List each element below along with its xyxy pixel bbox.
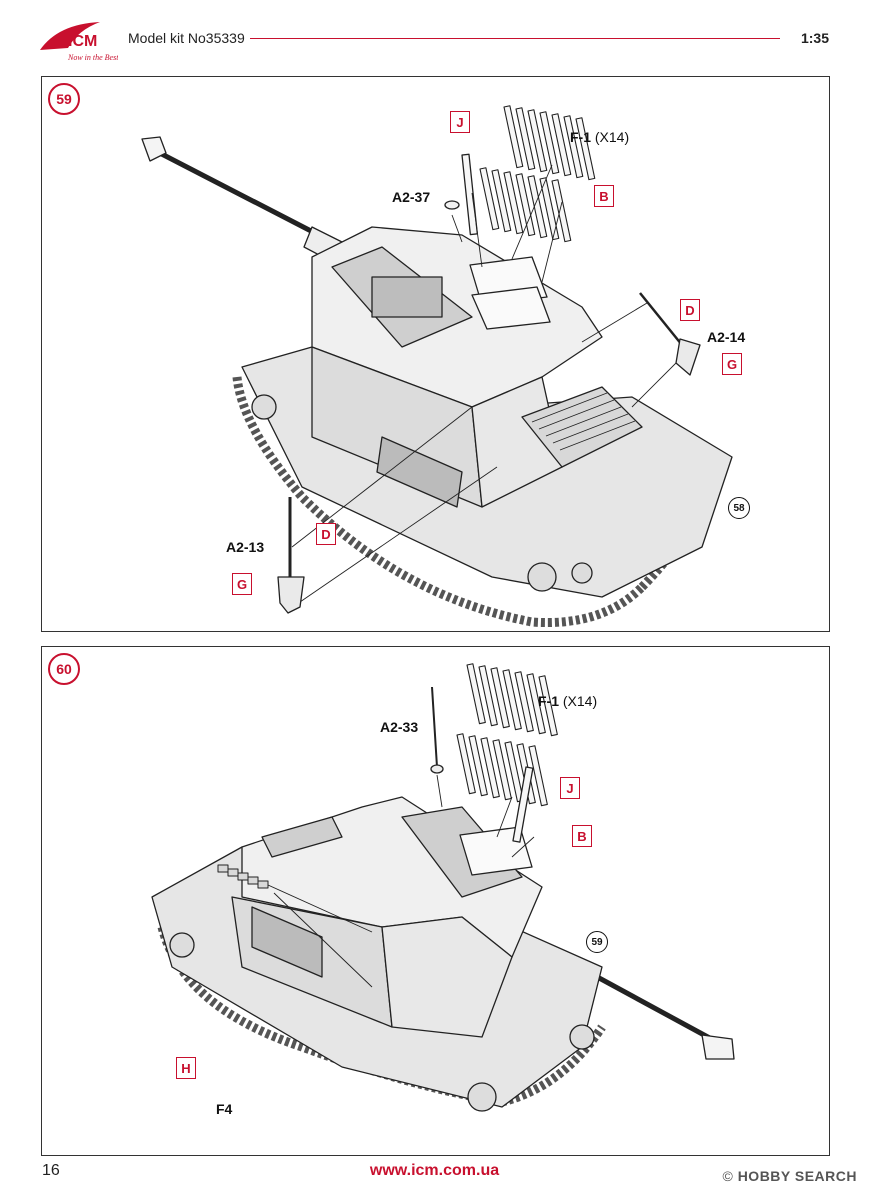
part-label-f1: F-1 (X14) [538,693,597,709]
step-60-illustration [151,663,735,1112]
logo-brand: ICM [68,33,97,50]
step-number-badge: 60 [48,653,80,685]
header-divider [250,38,780,39]
sprue-letter-d: D [680,299,700,321]
part-label-f4: F4 [216,1101,233,1117]
sprue-letter-g: G [232,573,252,595]
step-number-badge: 59 [48,83,80,115]
kit-scale: 1:35 [800,30,829,46]
page-number: 16 [42,1162,60,1179]
step-59-panel: 59 F-1 (X14) A2-37 A2-14 A2-13 J B D G D… [41,76,830,632]
sprue-letter-b: B [594,185,614,207]
hobby-search-watermark: © HOBBY SEARCH [722,1168,857,1184]
page-header: ICM Now in the Best Model kit No35339 1:… [0,0,869,70]
step-59-illustration [141,105,733,628]
part-quantity: (X14) [594,129,630,145]
kit-title: Model kit No35339 [128,30,245,46]
icm-logo: ICM Now in the Best [38,18,119,66]
website-link[interactable]: www.icm.com.ua [0,1162,869,1180]
website-url[interactable]: www.icm.com.ua [369,1162,500,1179]
step-60-panel: 60 F-1 (X14) A2-33 F4 J B H 59 [41,646,830,1156]
part-label-a2-13: A2-13 [226,539,265,555]
part-code: F-1 [538,693,559,709]
reference-step-badge: 58 [728,497,750,519]
logo-tagline: Now in the Best [67,53,118,62]
sprue-letter-g: G [722,353,742,375]
sprue-letter-j: J [450,111,470,133]
watermark-text: HOBBY SEARCH [737,1168,857,1184]
sprue-letter-h: H [176,1057,196,1079]
sprue-letter-d: D [316,523,336,545]
part-code: F-1 [570,129,591,145]
sprue-letter-b: B [572,825,592,847]
sprue-letter-j: J [560,777,580,799]
reference-step-badge: 59 [586,931,608,953]
part-label-f1: F-1 (X14) [570,129,629,145]
part-label-a2-33: A2-33 [380,719,419,735]
part-quantity: (X14) [562,693,598,709]
copyright-symbol: © [722,1168,734,1184]
part-label-a2-37: A2-37 [392,189,431,205]
part-label-a2-14: A2-14 [707,329,746,345]
